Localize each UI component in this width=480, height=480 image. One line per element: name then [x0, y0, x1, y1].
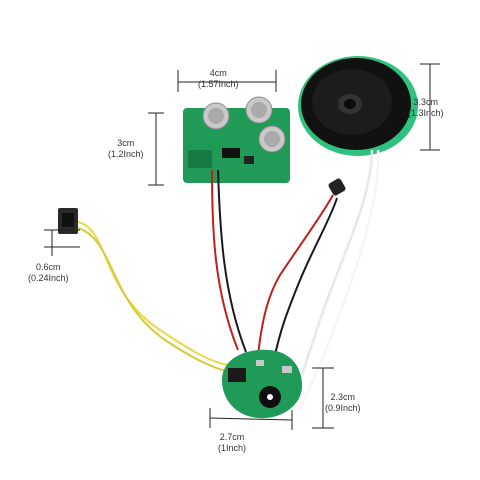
top-board-width-imperial: (1.57Inch)	[198, 79, 239, 89]
top-pcb-wire-black	[217, 169, 247, 353]
bottom-board-height-label: 2.3cm (0.9Inch)	[325, 392, 361, 414]
top-board-width-label: 4cm (1.57Inch)	[198, 68, 239, 90]
button-size-metric: 0.6cm	[36, 262, 61, 272]
bottom-board-width-metric: 2.7cm	[219, 432, 245, 442]
speaker-diameter-metric: 3.3cm	[413, 97, 439, 107]
push-button	[58, 208, 78, 234]
top-board-width-metric: 4cm	[209, 68, 227, 78]
button-wire-1	[77, 221, 229, 366]
microphone	[257, 178, 346, 361]
button-size-imperial: (0.24Inch)	[28, 273, 69, 283]
top-pcb-wire-red	[211, 169, 239, 351]
speaker-wire-2	[298, 149, 380, 411]
bottom-board-width-label: 2.7cm (1Inch)	[218, 432, 246, 454]
button-size-label: 0.6cm (0.24Inch)	[28, 262, 69, 284]
bottom-board-height-imperial: (0.9Inch)	[325, 403, 361, 413]
bottom-pcb	[222, 349, 302, 419]
top-board-height-label: 3cm (1.2Inch)	[108, 138, 144, 160]
dimension-lines	[44, 63, 440, 430]
bottom-board-width-imperial: (1Inch)	[218, 443, 247, 453]
bottom-board-height-metric: 2.3cm	[330, 392, 356, 402]
speaker-wire-1	[290, 149, 374, 406]
top-pcb	[183, 96, 290, 183]
speaker-diameter-imperial: (1.3Inch)	[408, 108, 444, 118]
button-wire-2	[77, 227, 231, 373]
speaker	[298, 56, 418, 156]
top-board-height-metric: 3cm	[117, 138, 135, 148]
top-board-height-imperial: (1.2Inch)	[108, 149, 144, 159]
speaker-diameter-label: 3.3cm (1.3Inch)	[408, 97, 444, 119]
